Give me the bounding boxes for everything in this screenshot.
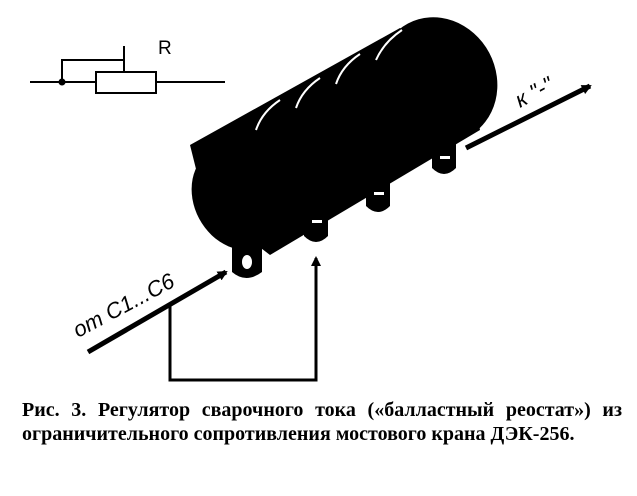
jumper-wire [168,256,321,382]
terminal-lug [304,206,328,242]
terminal-hole [242,255,252,269]
terminal-lug [366,180,390,212]
coil-highlight [335,53,361,85]
schematic-junction [58,78,66,86]
coil-highlight [295,77,321,109]
terminal-slot [312,220,322,223]
schematic-wiper-loop [61,59,125,82]
output-arrow [464,83,592,151]
schematic-resistor [95,71,157,94]
terminal-slot [440,156,450,159]
coil-highlight [375,29,403,61]
coil-highlight [255,99,281,131]
coil [190,17,498,255]
resistor-schematic: R [30,38,225,94]
terminals [232,144,456,278]
wiring [86,83,592,382]
terminal-lug [232,228,262,278]
input-arrow [86,269,228,355]
schematic-label: R [158,38,172,59]
terminal-slot [374,192,384,195]
coil-turn [191,146,285,250]
figure-caption: Рис. 3. Регулятор сварочного тока («балл… [22,399,622,445]
rheostat-figure: R от С1...С6 к "-" [30,17,592,382]
